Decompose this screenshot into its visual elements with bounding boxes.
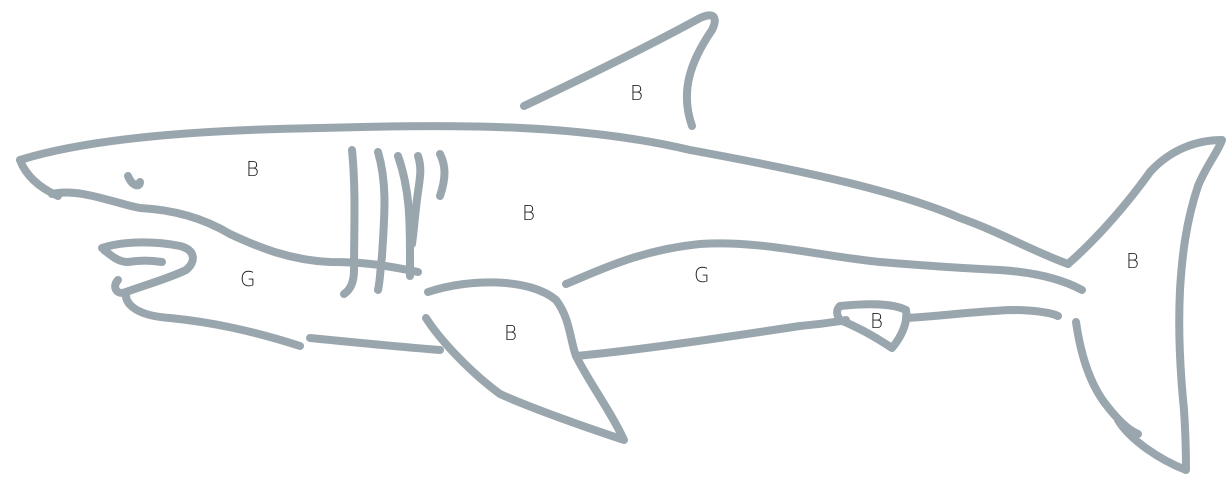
label-pectoral-fin: B <box>504 321 517 345</box>
eye-outline <box>128 176 140 185</box>
label-pelvic-fin: B <box>870 309 883 333</box>
gill-slit-1 <box>344 150 355 294</box>
label-dorsal-fin: B <box>630 81 643 105</box>
gill-slit-3 <box>398 156 410 276</box>
tail-lower-lobe-outline <box>1076 322 1138 434</box>
label-body-upper: B <box>522 201 535 225</box>
peduncle-underside-outline <box>906 310 1058 318</box>
mouth-upper-outline <box>52 193 418 272</box>
mouth-inner-outline <box>104 250 162 262</box>
label-jaw-lower: G <box>240 267 256 291</box>
label-belly: G <box>694 263 710 287</box>
label-head-upper: B <box>246 157 259 181</box>
lower-jaw-outline <box>126 292 300 346</box>
lower-body-outline <box>576 320 846 356</box>
tail-upper-lobe-outline <box>1068 140 1222 470</box>
lateral-line-outline <box>566 243 1082 290</box>
gill-slit-2 <box>378 152 385 290</box>
gill-slit-4 <box>412 156 420 244</box>
pectoral-fin-outline <box>426 282 624 440</box>
mouth-teeth-outline <box>102 242 193 293</box>
label-tail-fin: B <box>1126 249 1139 273</box>
shark-outline <box>20 15 1222 470</box>
dorsal-fin-outline <box>524 15 715 126</box>
lower-belly-front-outline <box>310 338 440 350</box>
gill-slit-5 <box>440 154 445 196</box>
